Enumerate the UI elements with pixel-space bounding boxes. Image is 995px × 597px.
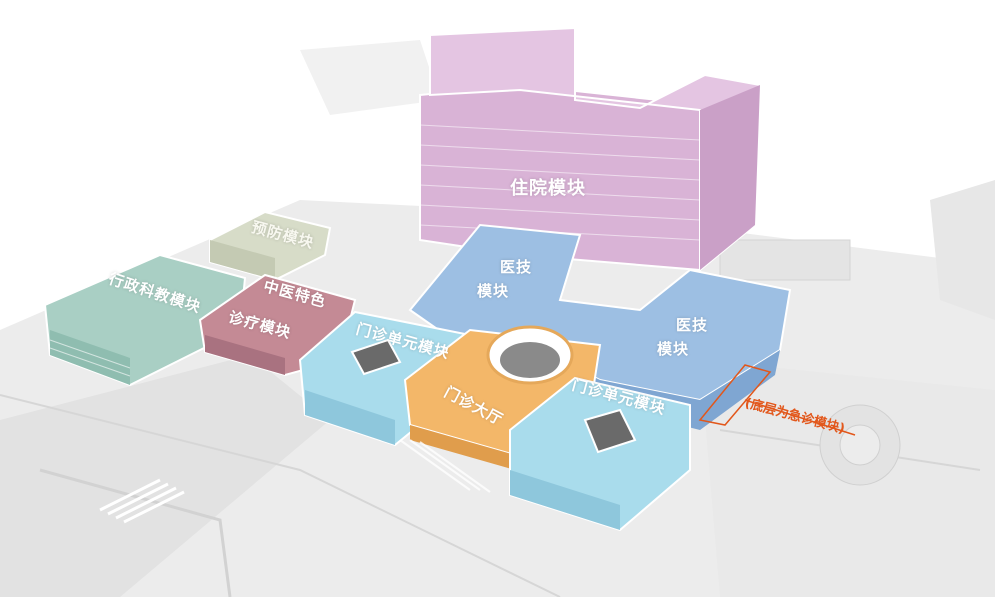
preventive-block (209, 210, 332, 282)
label-medtech-left-2: 模块 (477, 282, 510, 300)
outpatient-unit-right (509, 376, 691, 532)
zebra-crossing (99, 478, 185, 524)
label-inpatient: 住院模块 (510, 178, 586, 199)
label-medtech-left-1: 医技 (500, 258, 533, 276)
emergency-marker (698, 364, 856, 436)
label-medtech-right-2: 模块 (657, 340, 690, 358)
label-medtech-right-1: 医技 (676, 316, 709, 334)
inpatient-block (419, 26, 762, 273)
